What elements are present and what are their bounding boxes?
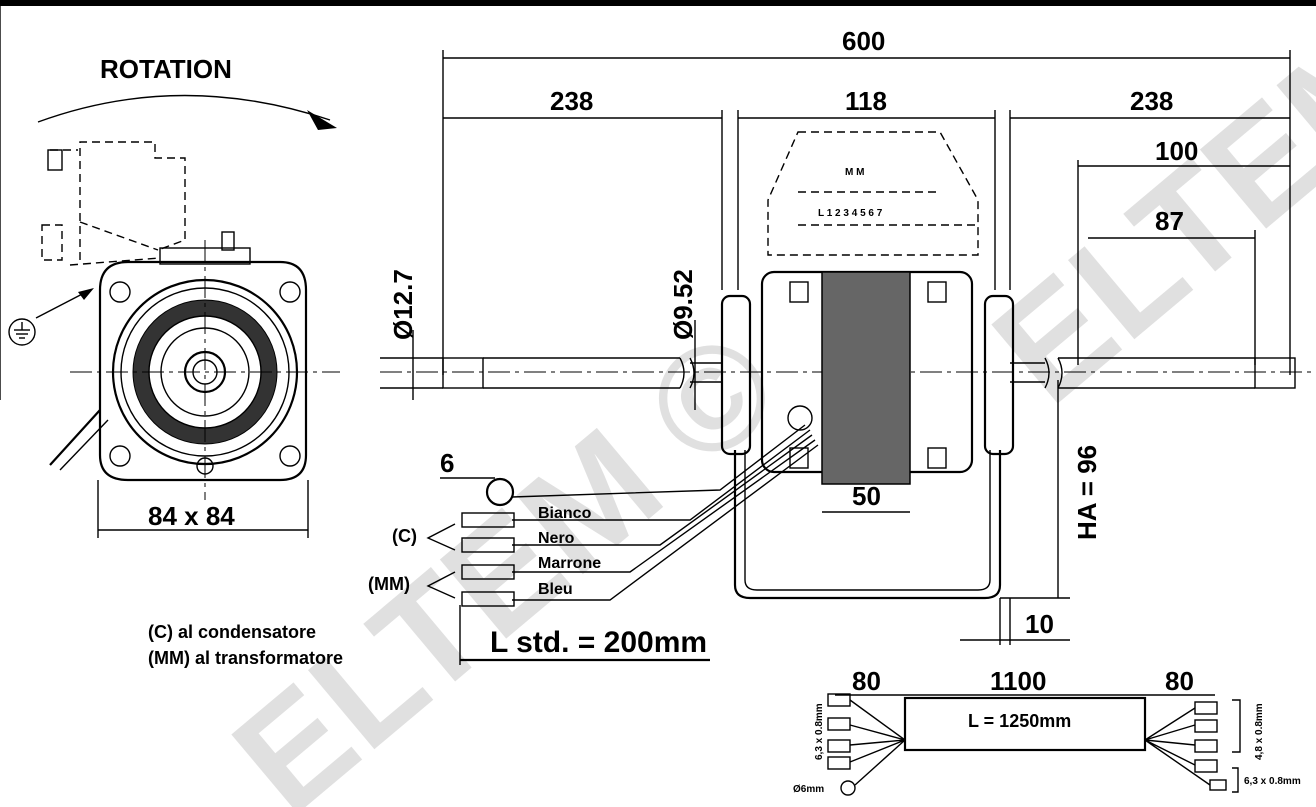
top-border <box>0 0 1316 6</box>
l-std-label: L std. = 200mm <box>490 626 707 659</box>
dim-238-left: 238 <box>550 86 593 116</box>
dim-50: 50 <box>852 481 881 511</box>
dim-87: 87 <box>1155 206 1184 236</box>
legend-mm: (MM) al transformatore <box>148 648 343 668</box>
cable-left-wires <box>827 693 906 796</box>
side-view: 600 238 118 238 100 87 Ø12. <box>380 26 1316 645</box>
wire-bleu: Bleu <box>538 581 573 598</box>
dim-238-right: 238 <box>1130 86 1173 116</box>
terminal-connectors <box>461 512 515 607</box>
legend-c: (C) al condensatore <box>148 622 316 642</box>
dim-ha-96: HA = 96 <box>1072 445 1102 540</box>
ring-dia-label: Ø6mm <box>793 784 824 795</box>
dim-10: 10 <box>1025 609 1054 639</box>
cable-detail: 80 1100 80 L = 1250mm 6,3 x 0.8mm Ø6mm 4… <box>793 666 1301 796</box>
ground-icon <box>8 288 94 346</box>
watermark-right: ELTEM © <box>963 0 1316 435</box>
left-shaft-end <box>442 357 484 389</box>
term-right-bottom-label: 6,3 x 0.8mm <box>1244 776 1301 787</box>
wire-bianco: Bianco <box>538 505 592 522</box>
cable-1100: 1100 <box>990 666 1046 696</box>
dim-118: 118 <box>845 86 887 116</box>
box-terminals-label: L 1 2 3 4 5 6 7 <box>818 208 883 219</box>
group-c-label: (C) <box>392 526 417 546</box>
wire-nero: Nero <box>538 530 575 547</box>
cable-80-right: 80 <box>1165 666 1194 696</box>
terminal-box: M M L 1 2 3 4 5 6 7 <box>767 131 979 256</box>
rotation-label: ROTATION <box>100 54 232 84</box>
motor-front-body <box>49 231 340 500</box>
term-right-top-label: 4,8 x 0.8mm <box>1254 703 1265 760</box>
term-left-label: 6,3 x 0.8mm <box>814 703 825 760</box>
front-view: ROTATION <box>8 54 340 538</box>
watermark-left: ELTEM © <box>203 298 808 807</box>
dim-dia-9-52: Ø9.52 <box>668 269 698 340</box>
dim-600: 600 <box>842 26 885 56</box>
wire-marrone: Marrone <box>538 555 601 572</box>
right-shaft-end <box>1254 357 1296 389</box>
rotation-arrow-head <box>307 110 337 130</box>
cable-length-label: L = 1250mm <box>968 711 1071 731</box>
ring-terminal <box>485 477 515 507</box>
cable-sheath <box>903 696 1147 752</box>
dim-100: 100 <box>1155 136 1198 166</box>
group-mm-label: (MM) <box>368 574 410 594</box>
capacitor-outline <box>41 141 186 266</box>
stator-stack <box>821 271 911 485</box>
cable-right-wires <box>1144 701 1227 791</box>
wiring: 6 Bianco Nero Marrone Bleu (C) (MM) (C) … <box>148 424 819 668</box>
cable-80-left: 80 <box>852 666 881 696</box>
dim-dia-12-7: Ø12.7 <box>388 269 418 340</box>
wire-6-label: 6 <box>440 448 454 478</box>
mounting-bracket <box>733 450 1002 600</box>
frame-size-label: 84 x 84 <box>148 501 235 531</box>
rotation-arrow <box>37 94 331 123</box>
box-mm-label: M M <box>845 167 864 178</box>
